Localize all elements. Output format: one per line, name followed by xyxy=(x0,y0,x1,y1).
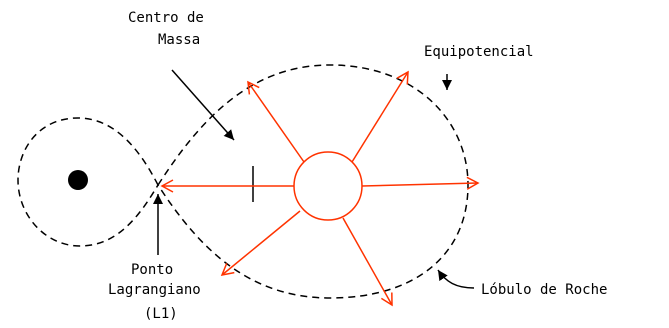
flow-arrow-lower-left xyxy=(222,211,300,275)
flow-arrow-upper-right xyxy=(352,72,408,162)
flow-arrow-right xyxy=(362,183,478,186)
centro-label-line2: Massa xyxy=(158,32,200,48)
companion-star xyxy=(68,170,88,190)
centro-pointer xyxy=(172,70,234,140)
equipotencial-label: Equipotencial xyxy=(424,44,534,60)
primary-star xyxy=(294,152,362,220)
ponto-label-line3: (L1) xyxy=(144,306,178,322)
roche-lobe-left-outline xyxy=(18,118,158,246)
ponto-label-line1: Ponto xyxy=(131,262,173,278)
lobulo-pointer xyxy=(438,270,474,288)
flow-arrow-lower-right xyxy=(343,218,392,305)
ponto-label-line2: Lagrangiano xyxy=(108,282,201,298)
centro-label-line1: Centro de xyxy=(128,10,204,26)
flow-arrow-upper-left xyxy=(248,82,304,162)
lobulo-label: Lóbulo de Roche xyxy=(481,282,607,298)
